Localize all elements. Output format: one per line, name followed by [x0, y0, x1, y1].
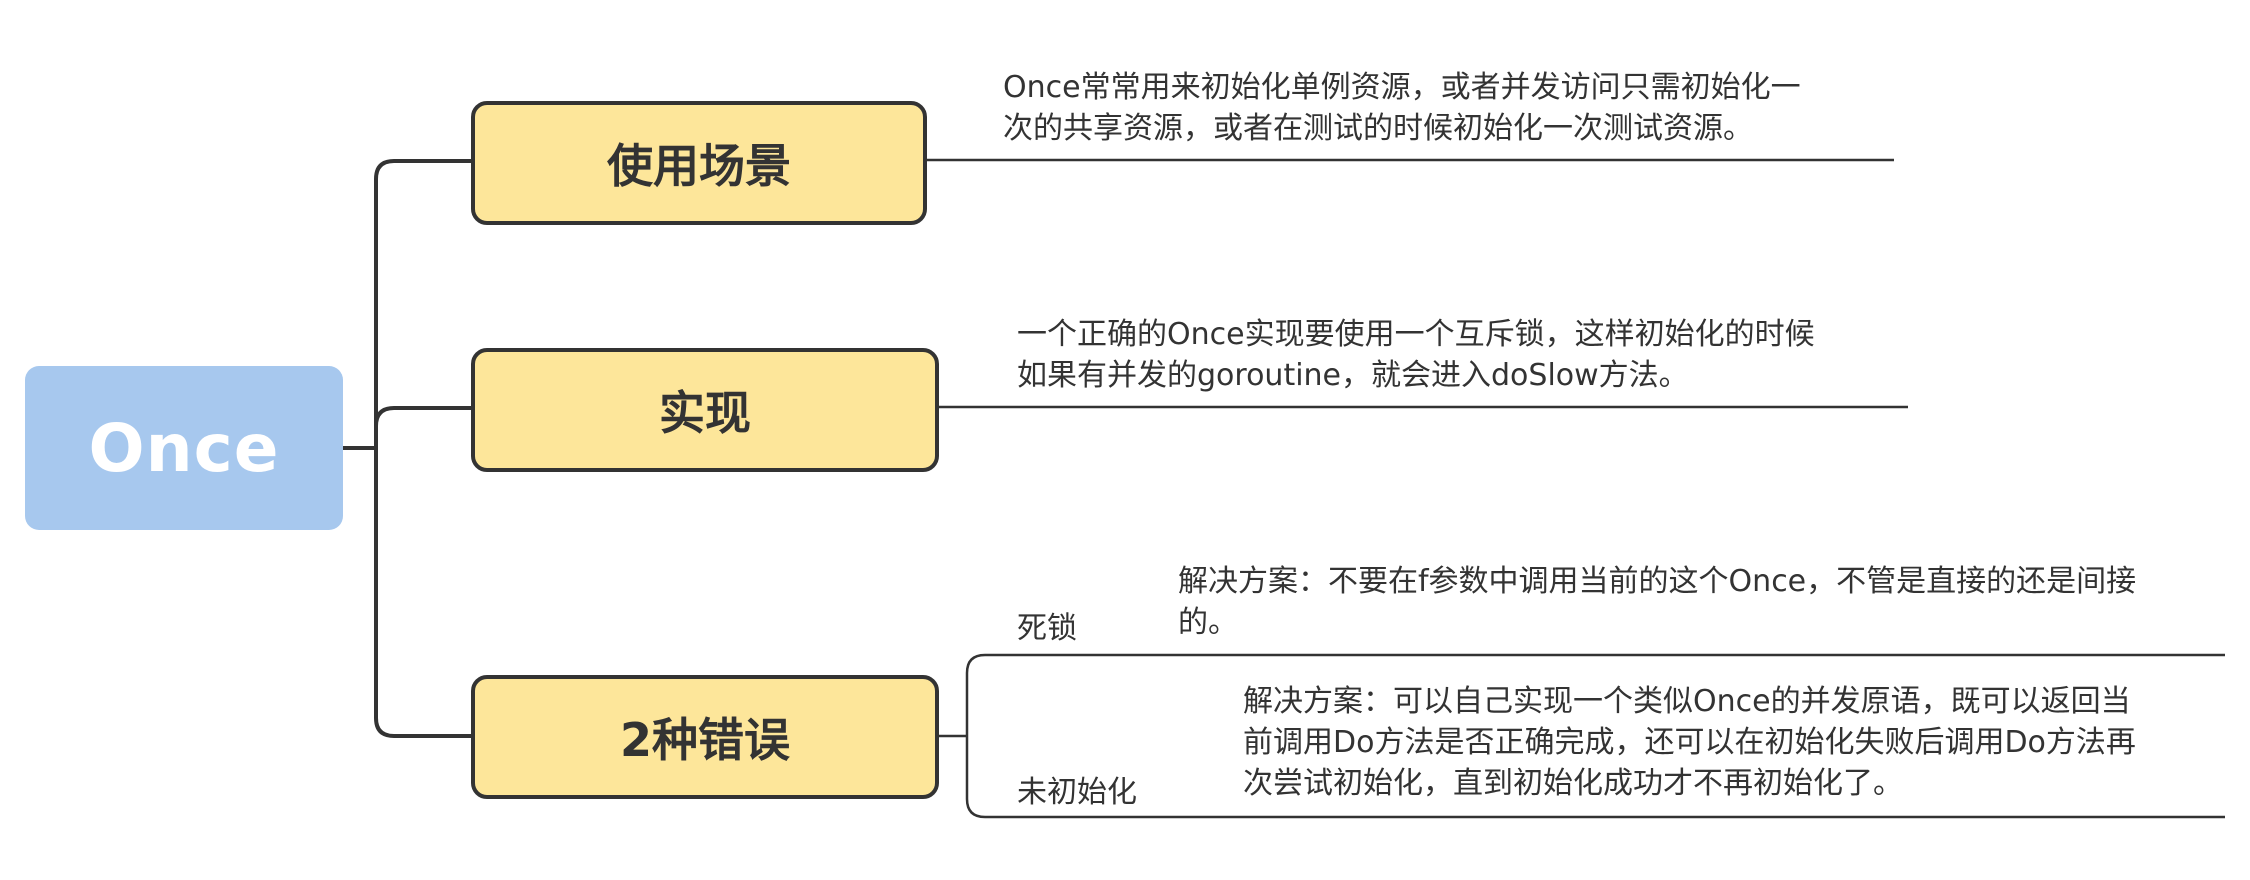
note-line: 次尝试初始化，直到初始化成功才不再初始化了。 [1243, 766, 1903, 801]
note-line: Once常常用来初始化单例资源，或者并发访问只需初始化一 [1003, 70, 1801, 105]
note-line: 次的共享资源，或者在测试的时候初始化一次测试资源。 [1003, 111, 1753, 146]
root-node[interactable]: Once [25, 366, 343, 530]
subnode-deadlock[interactable]: 死锁 [1017, 611, 1077, 646]
trunk-line [374, 159, 471, 738]
branch-label: 2种错误 [619, 713, 790, 767]
note-usage-scenario: Once常常用来初始化单例资源，或者并发访问只需初始化一 次的共享资源，或者在测… [1003, 67, 1801, 149]
note-line: 前调用Do方法是否正确完成，还可以在初始化失败后调用Do方法再 [1243, 725, 2136, 760]
branch-label: 实现 [659, 386, 751, 440]
branch-implementation[interactable]: 实现 [471, 348, 939, 472]
branch-connector-implementation [374, 406, 471, 427]
note-implementation: 一个正确的Once实现要使用一个互斥锁，这样初始化的时候 如果有并发的gorou… [1017, 314, 1815, 396]
note-line: 的。 [1178, 605, 1238, 640]
root-label: Once [88, 409, 280, 487]
subnode-uninitialized[interactable]: 未初始化 [1017, 775, 1137, 810]
note-uninitialized: 解决方案：可以自己实现一个类似Once的并发原语，既可以返回当 前调用Do方法是… [1243, 681, 2136, 804]
note-deadlock: 解决方案：不要在f参数中调用当前的这个Once，不管是直接的还是间接 的。 [1178, 561, 2136, 643]
branch-label: 使用场景 [607, 139, 791, 193]
note-line: 解决方案：不要在f参数中调用当前的这个Once，不管是直接的还是间接 [1178, 564, 2137, 599]
branch-usage-scenario[interactable]: 使用场景 [471, 101, 927, 225]
note-line: 一个正确的Once实现要使用一个互斥锁，这样初始化的时候 [1017, 317, 1815, 352]
note-line: 如果有并发的goroutine，就会进入doSlow方法。 [1017, 358, 1689, 393]
branch-two-errors[interactable]: 2种错误 [471, 675, 939, 799]
bracket-two-errors [965, 653, 2225, 819]
note-line: 解决方案：可以自己实现一个类似Once的并发原语，既可以返回当 [1243, 684, 2131, 719]
